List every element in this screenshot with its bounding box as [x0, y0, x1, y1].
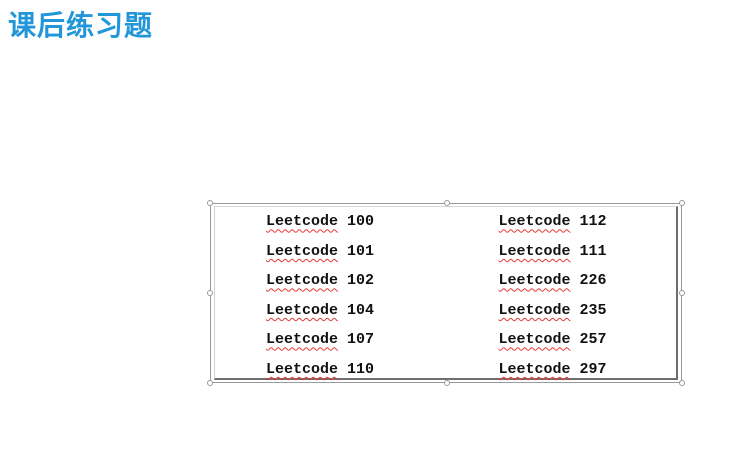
slide-title: 课后练习题 — [8, 9, 154, 42]
resize-handle-top[interactable] — [444, 200, 450, 206]
problem-word: Leetcode — [498, 301, 571, 319]
resize-handle-top-right[interactable] — [679, 200, 685, 206]
problem-number: 226 — [579, 272, 607, 290]
problem-word: Leetcode — [266, 213, 339, 231]
resize-handle-top-left[interactable] — [207, 200, 213, 206]
table-row: Leetcode 107 Leetcode 257 — [215, 325, 676, 355]
table-cell[interactable]: Leetcode 102 — [215, 266, 446, 296]
table-cell[interactable]: Leetcode 104 — [215, 296, 446, 326]
table-row: Leetcode 101 Leetcode 111 — [215, 237, 676, 267]
problem-number: 297 — [579, 360, 607, 378]
problem-word: Leetcode — [498, 242, 571, 260]
table-cell[interactable]: Leetcode 112 — [446, 207, 677, 237]
problem-word: Leetcode — [498, 272, 571, 290]
problem-number: 111 — [579, 242, 607, 260]
problem-table-border: Leetcode 100 Leetcode 112 Leetcode 101 Leet… — [214, 206, 678, 380]
table-row: Leetcode 104 Leetcode 235 — [215, 296, 676, 326]
problem-word: Leetcode — [266, 301, 339, 319]
resize-handle-right[interactable] — [679, 290, 685, 296]
problem-word: Leetcode — [498, 331, 571, 349]
problem-word: Leetcode — [498, 213, 571, 231]
problem-word: Leetcode — [266, 331, 339, 349]
resize-handle-left[interactable] — [207, 290, 213, 296]
problem-word: Leetcode — [498, 360, 571, 378]
table-cell[interactable]: Leetcode 226 — [446, 266, 677, 296]
table-row: Leetcode 110 Leetcode 297 — [215, 355, 676, 385]
problem-table[interactable]: Leetcode 100 Leetcode 112 Leetcode 101 Leet… — [215, 207, 676, 384]
table-row: Leetcode 102 Leetcode 226 — [215, 266, 676, 296]
problem-word: Leetcode — [266, 360, 339, 378]
table-cell[interactable]: Leetcode 100 — [215, 207, 446, 237]
resize-handle-bottom-left[interactable] — [207, 380, 213, 386]
problem-number: 102 — [347, 272, 375, 290]
table-cell[interactable]: Leetcode 297 — [446, 355, 677, 385]
problem-number: 104 — [347, 301, 375, 319]
problem-number: 257 — [579, 331, 607, 349]
table-cell[interactable]: Leetcode 101 — [215, 237, 446, 267]
table-cell[interactable]: Leetcode 111 — [446, 237, 677, 267]
resize-handle-bottom[interactable] — [444, 380, 450, 386]
table-cell[interactable]: Leetcode 110 — [215, 355, 446, 385]
table-cell[interactable]: Leetcode 257 — [446, 325, 677, 355]
table-cell[interactable]: Leetcode 235 — [446, 296, 677, 326]
table-cell[interactable]: Leetcode 107 — [215, 325, 446, 355]
problem-number: 100 — [347, 213, 375, 231]
problem-table-selection[interactable]: Leetcode 100 Leetcode 112 Leetcode 101 Leet… — [207, 200, 685, 386]
problem-word: Leetcode — [266, 272, 339, 290]
resize-handle-bottom-right[interactable] — [679, 380, 685, 386]
problem-number: 110 — [347, 360, 375, 378]
table-row: Leetcode 100 Leetcode 112 — [215, 207, 676, 237]
problem-number: 101 — [347, 242, 375, 260]
problem-number: 107 — [347, 331, 375, 349]
problem-word: Leetcode — [266, 242, 339, 260]
problem-number: 112 — [579, 213, 607, 231]
problem-number: 235 — [579, 301, 607, 319]
